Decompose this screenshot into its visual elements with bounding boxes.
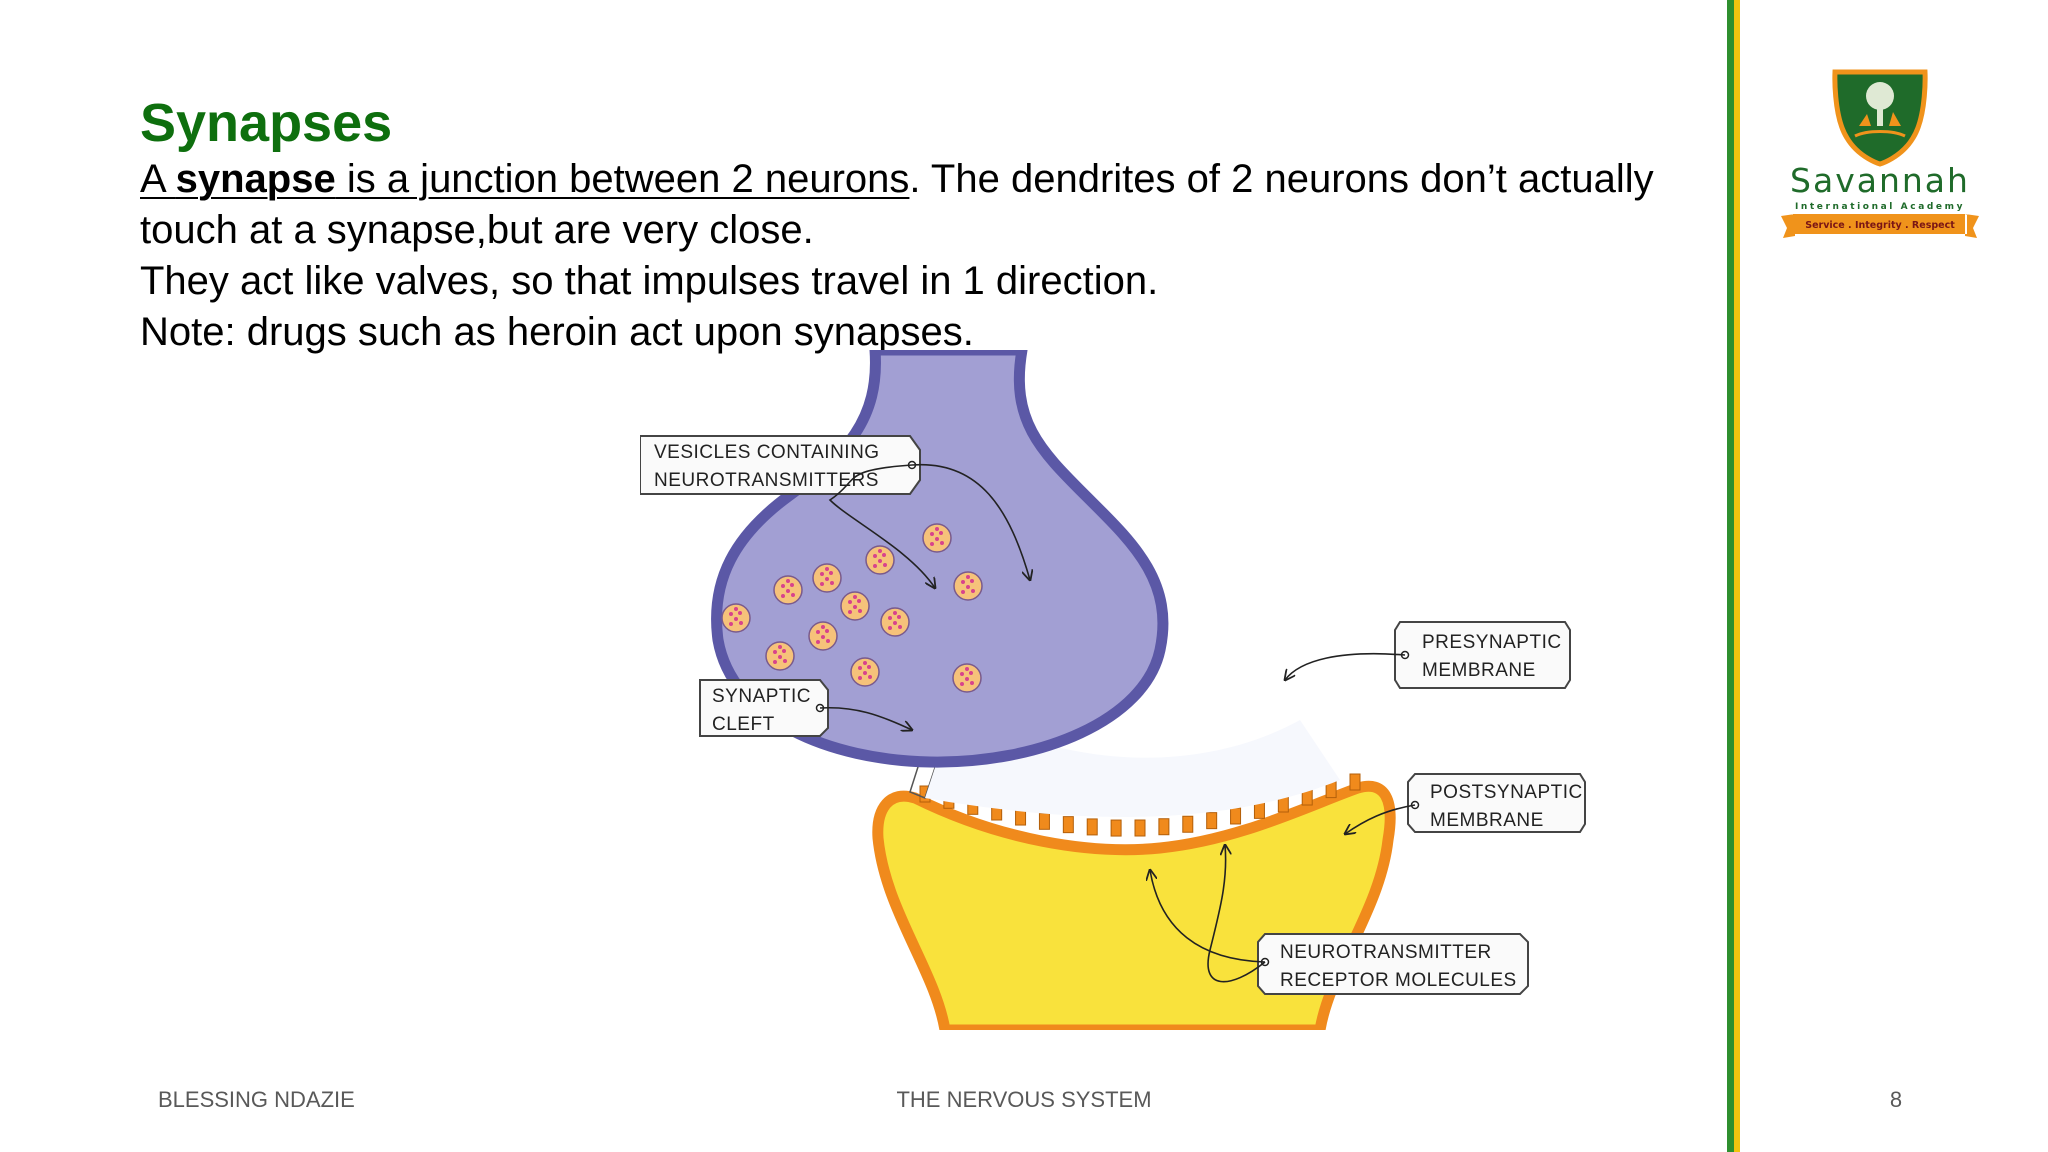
receptor-molecule [1230, 807, 1242, 825]
cleft-space [925, 704, 1340, 818]
vesicles [721, 523, 983, 693]
receptor-molecule [1086, 818, 1098, 836]
vesicle [773, 575, 803, 605]
logo-name: Savannah [1790, 161, 1970, 200]
label-presynaptic-line1: PRESYNAPTIC [1422, 632, 1562, 653]
footer-page-number: 8 [1889, 1087, 1903, 1112]
definition-intro: A [140, 157, 176, 201]
paragraph-definition: A synapse is a junction between 2 neuron… [140, 154, 1700, 256]
receptor-molecule [1182, 815, 1194, 833]
side-bar-green [1727, 0, 1734, 1152]
presynaptic-terminal [711, 350, 1169, 768]
label-receptor-line2: RECEPTOR MOLECULES [1280, 970, 1517, 991]
vesicle [721, 603, 751, 633]
vesicle [952, 663, 982, 693]
label-receptor-line1: NEUROTRANSMITTER [1280, 942, 1492, 963]
side-bar-yellow [1734, 0, 1740, 1152]
definition-rest: . The dendrites of 2 neurons don’t actua… [140, 157, 1654, 252]
paragraph-note: Note: drugs such as heroin act upon syna… [140, 310, 974, 354]
label-vesicles-line1: VESICLES CONTAINING [654, 442, 880, 463]
footer-author: BLESSING NDAZIE [158, 1087, 355, 1112]
tree-icon [1866, 82, 1894, 110]
vesicle [865, 545, 895, 575]
label-receptor: NEUROTRANSMITTER RECEPTOR MOLECULES [1150, 845, 1529, 995]
receptor-molecule [1349, 773, 1361, 791]
label-postsynaptic-line1: POSTSYNAPTIC [1430, 782, 1583, 803]
savannah-logo: Savannah International Academy Service .… [1781, 69, 1979, 238]
vesicle [765, 641, 795, 671]
synapse-diagram: VESICLES CONTAINING NEUROTRANSMITTERS PR… [640, 350, 1586, 1030]
slide-title: Synapses [140, 93, 393, 153]
vesicle [880, 607, 910, 637]
label-cleft-line1: SYNAPTIC [712, 686, 811, 707]
footer-topic: THE NERVOUS SYSTEM [896, 1087, 1152, 1112]
term-synapse: synapse [175, 157, 336, 201]
slide-body: A synapse is a junction between 2 neuron… [140, 154, 1700, 358]
label-presynaptic-line2: MEMBRANE [1422, 660, 1536, 681]
paragraph-valves: They act like valves, so that impulses t… [140, 259, 1159, 303]
receptor-molecule [1038, 812, 1050, 830]
motto-ribbon [1781, 214, 1979, 238]
vesicle [840, 591, 870, 621]
label-cleft: SYNAPTIC CLEFT [699, 679, 912, 737]
label-postsynaptic: POSTSYNAPTIC MEMBRANE [1345, 773, 1586, 834]
vesicle [953, 571, 983, 601]
definition-underlined: A synapse is a junction between 2 neuron… [140, 157, 909, 201]
definition-text: is a junction between 2 neurons [335, 157, 910, 201]
vesicle [812, 563, 842, 593]
receptor-molecule [1110, 819, 1122, 837]
label-vesicles-line2: NEUROTRANSMITTERS [654, 470, 879, 491]
label-postsynaptic-line2: MEMBRANE [1430, 810, 1544, 831]
vesicle [808, 621, 838, 651]
receptor-molecule [1134, 819, 1146, 837]
vesicle [922, 523, 952, 553]
label-vesicles: VESICLES CONTAINING NEUROTRANSMITTERS [640, 435, 1030, 588]
logo-subtitle: International Academy [1795, 202, 1965, 212]
logo-motto: Service . Integrity . Respect [1805, 220, 1955, 231]
label-cleft-line2: CLEFT [712, 714, 775, 735]
label-presynaptic: PRESYNAPTIC MEMBRANE [1285, 621, 1571, 689]
receptor-molecule [1158, 818, 1170, 836]
receptor-molecule [1062, 816, 1074, 834]
vesicle [850, 657, 880, 687]
receptor-molecule [1206, 812, 1218, 830]
